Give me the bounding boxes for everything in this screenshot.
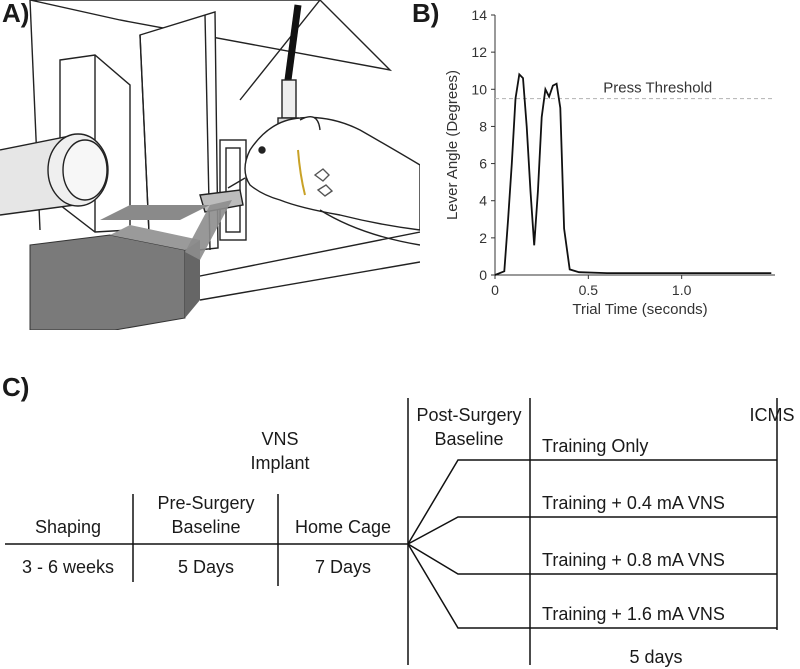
apparatus-illustration (0, 0, 420, 330)
group-label: Training + 0.4 mA VNS (542, 493, 725, 513)
x-axis-label: Trial Time (seconds) (572, 301, 707, 318)
group-label: Training + 1.6 mA VNS (542, 604, 725, 624)
post-surgery-label-1: Post-Surgery (416, 405, 521, 425)
branch-4 (407, 543, 777, 629)
x-tick-label: 0.5 (579, 282, 599, 298)
branch-2 (407, 516, 777, 545)
panel-label-b: B) (412, 0, 440, 28)
icms-label: ICMS (750, 405, 795, 425)
tether-cable (284, 4, 302, 81)
branch-3 (407, 543, 777, 575)
rat (244, 116, 420, 231)
panel-label-a: A) (2, 0, 30, 28)
y-tick-label: 0 (479, 267, 487, 283)
y-tick-label: 6 (479, 156, 487, 172)
vns-implant-label-2: Implant (250, 453, 309, 473)
press-threshold-label: Press Threshold (603, 80, 712, 97)
tube (0, 133, 109, 216)
lever-angle-chart: 0 2 4 6 8 10 12 14 0 0.5 1.0 Press Threshold Tria… (444, 7, 775, 318)
lever-angle-trace (494, 72, 772, 276)
stage-name-pre-surgery-1: Pre-Surgery (157, 493, 254, 513)
branch-1 (407, 459, 777, 545)
stage-duration-shaping: 3 - 6 weeks (22, 557, 114, 577)
x-tick-label: 1.0 (672, 282, 692, 298)
y-axis-label: Lever Angle (Degrees) (444, 70, 461, 220)
stage-name-home-cage: Home Cage (295, 517, 391, 537)
y-tick-label: 12 (471, 44, 487, 60)
stage-duration-pre-surgery: 5 Days (178, 557, 234, 577)
vns-implant-label-1: VNS (261, 429, 298, 449)
y-tick-label: 2 (479, 230, 487, 246)
panel-label-c: C) (2, 372, 30, 402)
y-tick-label: 14 (471, 7, 487, 23)
connector (281, 79, 297, 119)
pedestal (29, 200, 232, 330)
treatment-duration: 5 days (629, 647, 682, 667)
group-label: Training + 0.8 mA VNS (542, 550, 725, 570)
x-tick-label: 0 (491, 282, 499, 298)
stage-duration-home-cage: 7 Days (315, 557, 371, 577)
stage-name-pre-surgery-2: Baseline (171, 517, 240, 537)
post-surgery-label-2: Baseline (434, 429, 503, 449)
group-label: Training Only (542, 436, 648, 456)
experiment-timeline: Shaping 3 - 6 weeks Pre-Surgery Baseline… (5, 398, 795, 667)
y-tick-label: 8 (479, 118, 487, 134)
y-tick-label: 4 (479, 193, 487, 209)
stage-name-shaping: Shaping (35, 517, 101, 537)
y-tick-label: 10 (471, 81, 487, 97)
